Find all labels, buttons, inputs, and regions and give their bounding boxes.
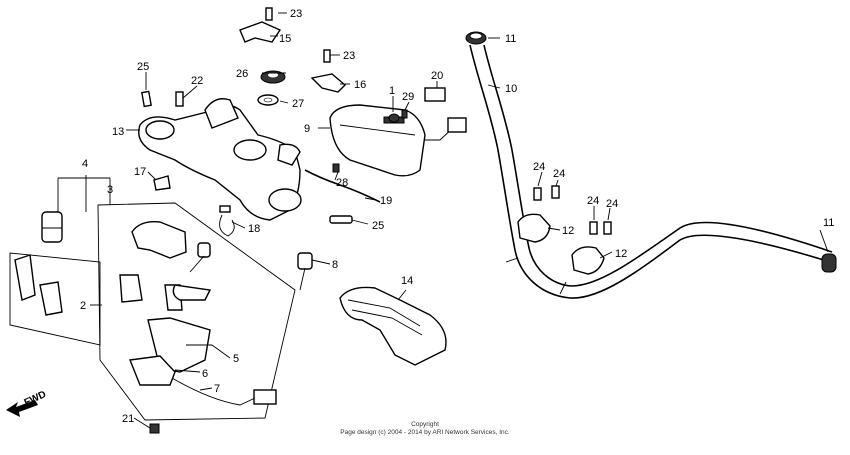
callout-5: 5 [233,353,239,365]
copyright-line-2: Page design (c) 2004 - 2014 by ARI Netwo… [340,429,510,436]
key-8[interactable] [297,252,313,291]
callout-22: 22 [191,75,203,87]
callout-23-mid: 23 [343,50,355,62]
band-18[interactable] [219,205,235,237]
bar-end-left[interactable] [465,31,487,45]
callout-10: 10 [505,83,517,95]
callout-11-top: 11 [505,33,516,45]
callout-11-right: 11 [823,217,834,229]
bridge-bolts[interactable] [141,90,353,224]
callout-4: 4 [82,158,88,170]
callout-24-d: 24 [606,198,618,210]
bracket-16[interactable] [310,49,347,93]
callout-12-lower: 12 [615,248,627,260]
top-bridge[interactable] [138,98,302,221]
switch-cover-left[interactable] [14,254,63,316]
callout-8: 8 [332,259,338,271]
callout-17: 17 [134,166,146,178]
callout-1: 1 [389,85,395,97]
stem-washer[interactable] [257,94,279,106]
callout-9: 9 [304,123,310,135]
cap-1[interactable] [388,113,400,123]
screw-29[interactable] [401,109,408,119]
stem-nut[interactable] [260,70,286,84]
callout-16: 16 [354,79,366,91]
bracket-15[interactable] [239,7,282,43]
callout-24-b: 24 [553,168,565,180]
copyright-line-1: Copyright [411,421,439,428]
callout-23-top: 23 [290,8,302,20]
cap-cylinder[interactable] [119,274,143,303]
bar-end-right[interactable] [821,253,837,273]
screw-21[interactable] [149,423,160,434]
handlebar[interactable] [469,44,833,299]
holder-bolt-set[interactable] [533,185,612,235]
handlebar-cover[interactable] [339,286,447,366]
callout-19: 19 [380,195,392,207]
callout-2: 2 [80,300,86,312]
callout-13: 13 [112,126,124,138]
callout-26: 26 [236,68,248,80]
callout-labels: 23 15 23 16 26 27 25 22 13 9 1 29 20 10 … [80,8,834,425]
callout-21: 21 [122,413,134,425]
callout-15: 15 [279,33,291,45]
ignition-switch-body[interactable] [129,221,277,406]
callout-18: 18 [248,223,260,235]
handlebar-holder-lower[interactable] [571,246,605,275]
leader-lines [57,12,829,429]
callout-25-mid: 25 [372,220,384,232]
label-plate-20[interactable] [424,87,446,102]
callout-29: 29 [402,91,414,103]
callout-12-upper: 12 [562,225,574,237]
key-small[interactable] [189,242,211,273]
callout-6: 6 [202,368,208,380]
callout-20: 20 [431,70,443,82]
handlebar-holder-upper[interactable] [517,213,551,243]
ignition-switch-group-outline [9,202,296,421]
clip-17[interactable] [153,175,171,191]
wire-harness[interactable] [304,163,381,203]
callout-14: 14 [401,275,413,287]
callout-7: 7 [214,383,220,395]
callout-24-a: 24 [533,161,545,173]
grommet-4[interactable] [41,211,63,243]
callout-3: 3 [107,184,113,196]
callout-24-c: 24 [587,195,599,207]
callout-25-top: 25 [137,61,149,73]
forward-direction-arrow [6,400,38,417]
callout-27: 27 [292,98,304,110]
indicator-housing[interactable] [329,104,467,177]
callout-28: 28 [336,177,348,189]
